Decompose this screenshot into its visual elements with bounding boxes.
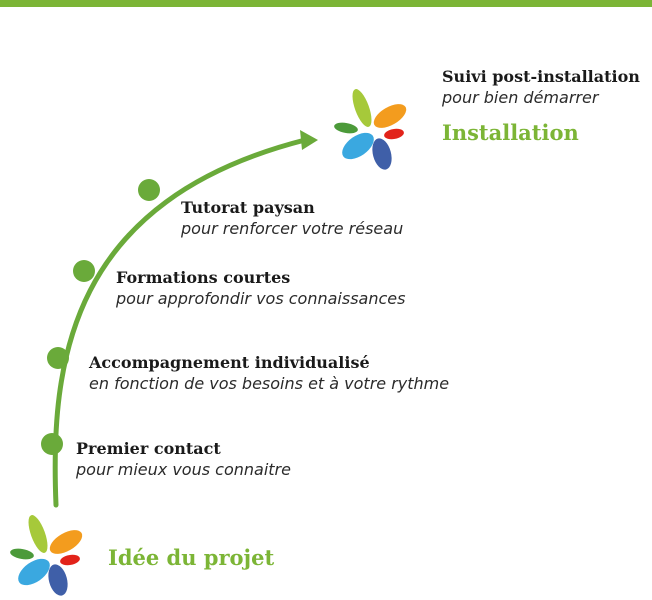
step-subtitle: pour bien démarrer: [442, 88, 599, 107]
step-accompagnement: Accompagnement individualisé en fonction…: [89, 353, 449, 395]
step-formations: Formations courtes pour approfondir vos …: [116, 268, 405, 310]
milestone-dot-4: [138, 179, 160, 201]
milestone-dot-3: [73, 260, 95, 282]
step-title: Accompagnement individualisé: [89, 353, 370, 372]
milestone-dot-2: [47, 347, 69, 369]
arrow-head-icon: [300, 130, 318, 150]
start-label: Idée du projet: [108, 545, 275, 570]
step-title: Suivi post-installation: [442, 67, 640, 86]
step-subtitle: pour approfondir vos connaissances: [116, 289, 406, 308]
top-accent-bar: [0, 0, 652, 7]
step-title: Formations courtes: [116, 268, 291, 287]
step-title: Premier contact: [76, 439, 221, 458]
flower-logo-icon: [10, 515, 83, 596]
end-label: Installation: [442, 120, 579, 145]
step-subtitle: pour renforcer votre réseau: [181, 219, 404, 238]
step-tutorat: Tutorat paysan pour renforcer votre rése…: [181, 198, 403, 240]
milestone-dot-1: [41, 433, 63, 455]
step-suivi: Suivi post-installation pour bien démarr…: [442, 67, 640, 109]
step-subtitle: en fonction de vos besoins et à votre ry…: [89, 374, 450, 393]
step-title: Tutorat paysan: [181, 198, 315, 217]
flower-logo-icon: [334, 89, 407, 170]
step-premier-contact: Premier contact pour mieux vous connaitr…: [76, 439, 291, 481]
step-subtitle: pour mieux vous connaitre: [76, 460, 291, 479]
